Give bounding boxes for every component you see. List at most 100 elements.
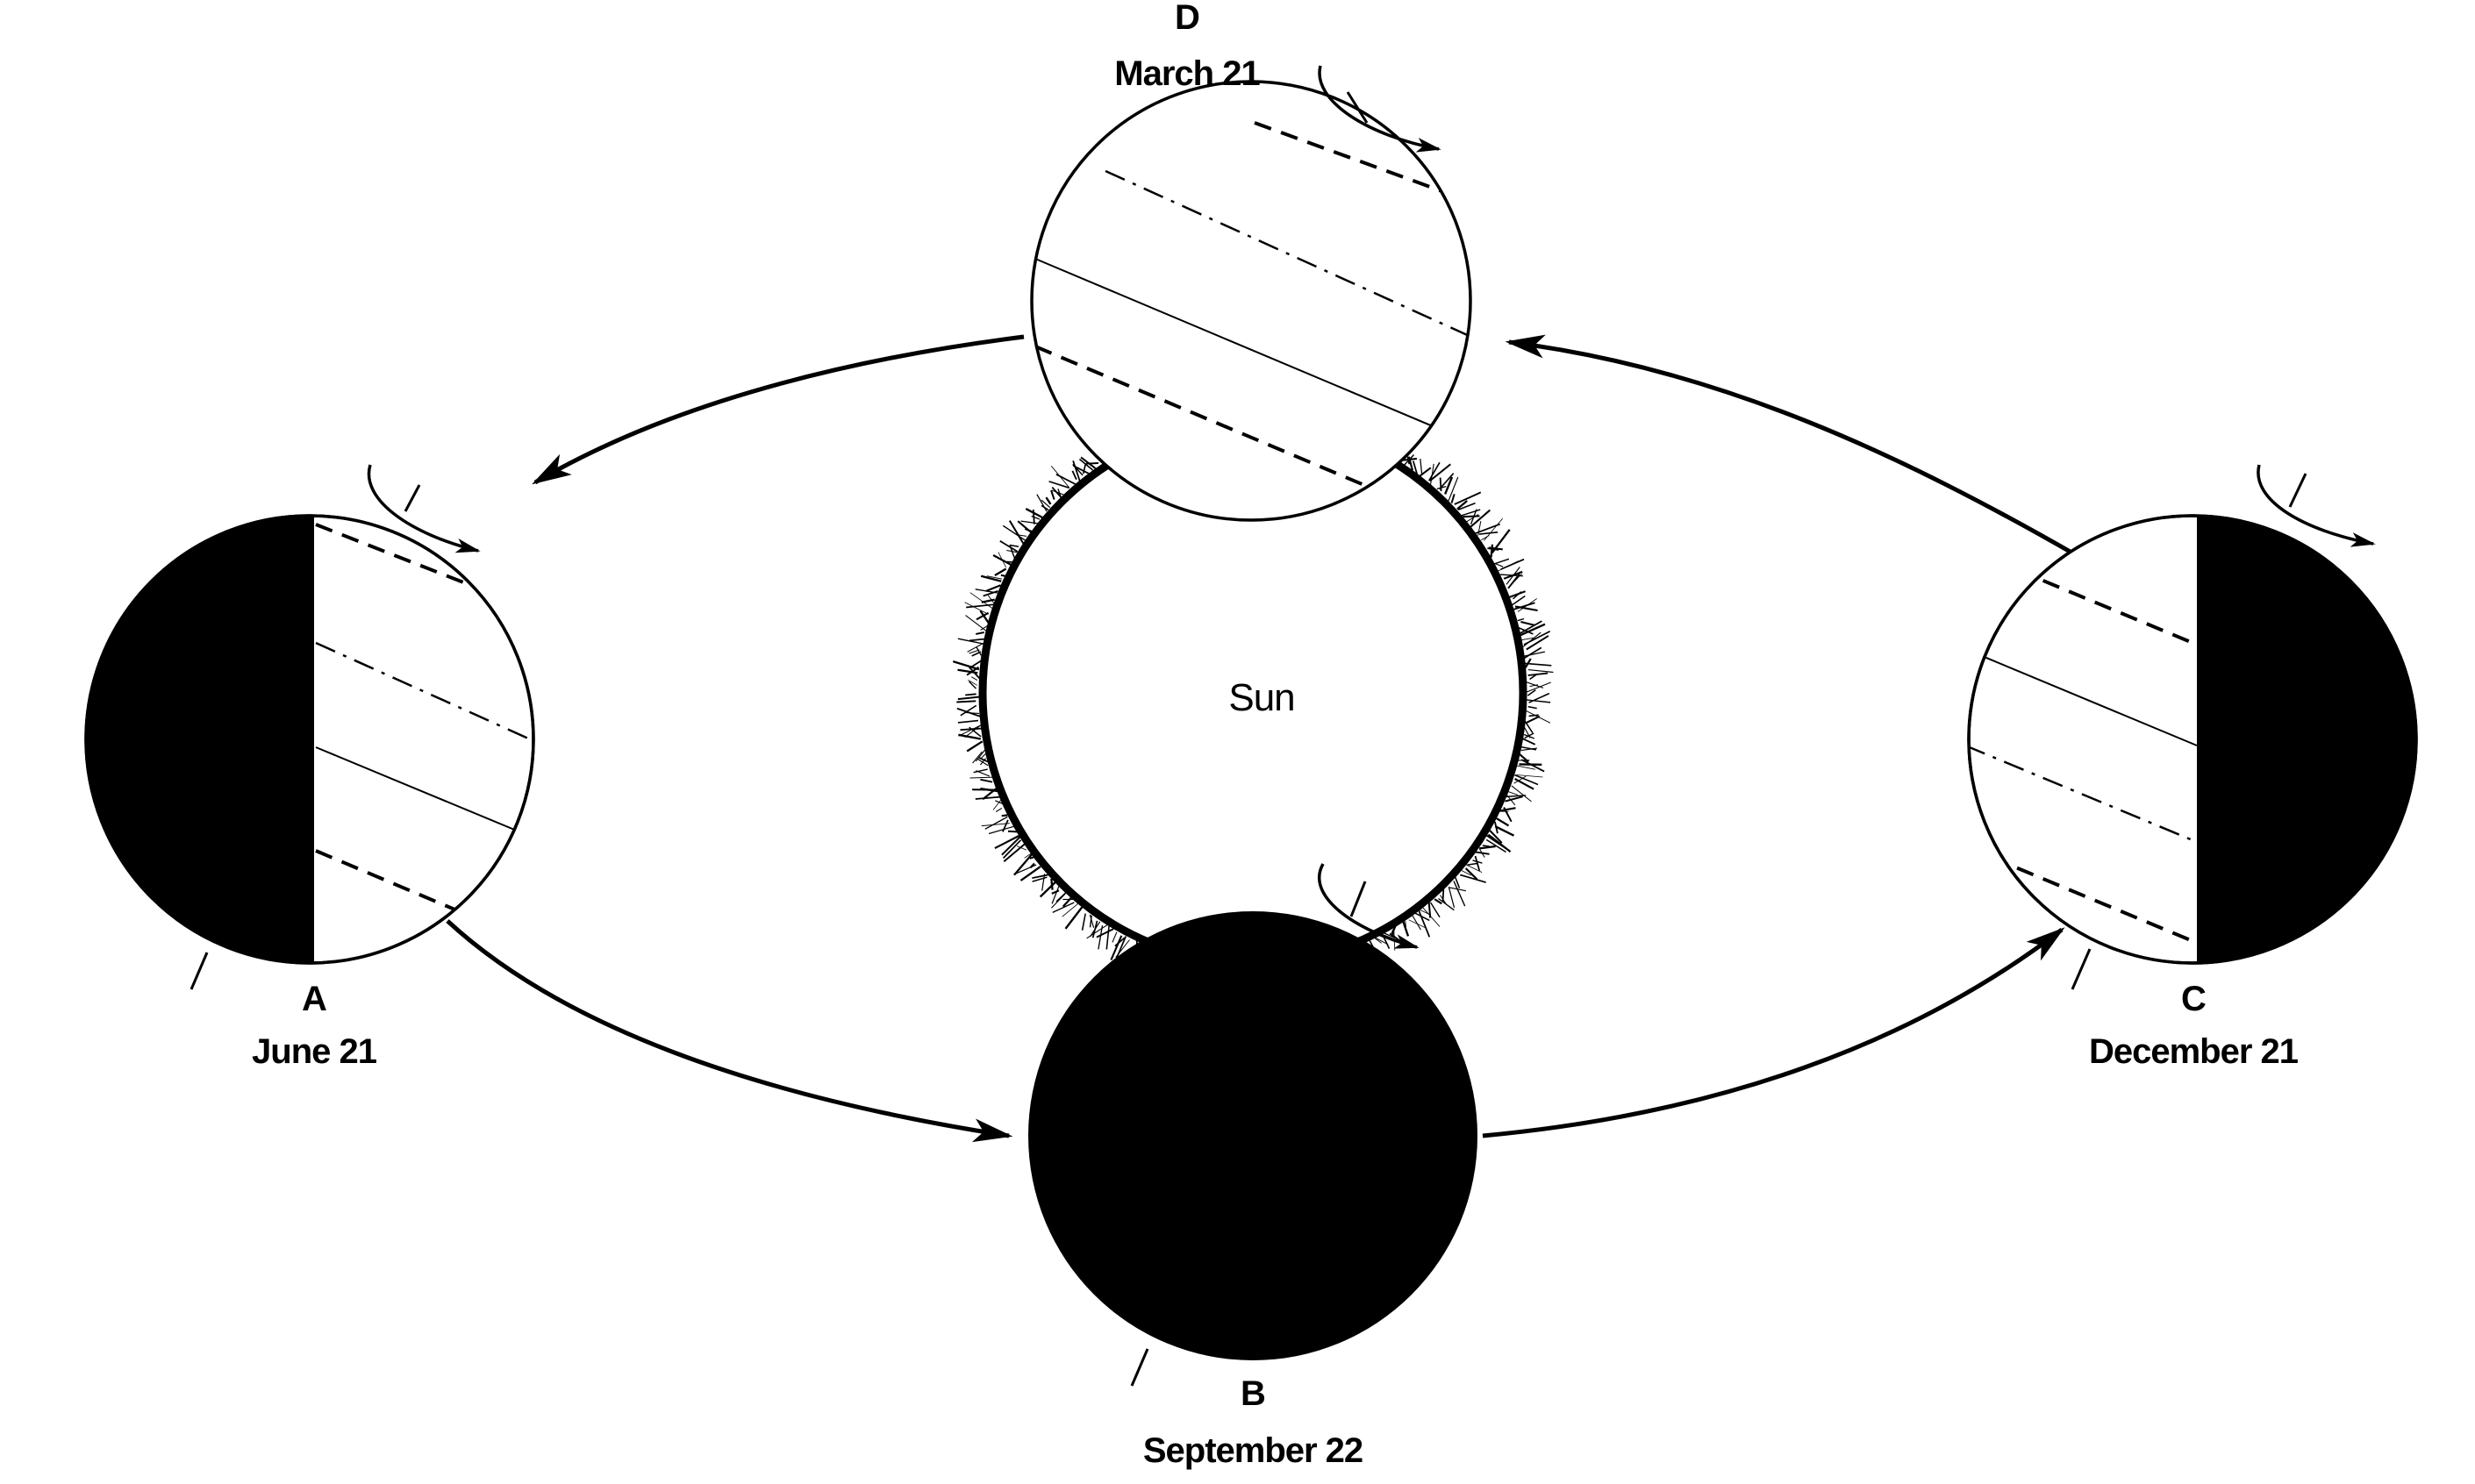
corona-ray [960,704,977,717]
corona-ray [1527,672,1549,676]
corona-ray [971,651,982,657]
corona-ray [1009,544,1019,547]
corona-ray [956,700,976,703]
corona-ray [969,667,982,681]
corona-ray [1514,774,1539,786]
orbit-arrow-c-to-d [1505,334,2081,560]
corona-ray [1524,732,1534,739]
corona-ray [1439,473,1455,490]
corona-ray [1402,921,1410,937]
corona-ray [958,733,982,740]
corona-ray [1406,456,1411,465]
corona-ray [1513,602,1535,610]
corona-ray [1407,456,1413,471]
corona-ray [1055,890,1068,903]
corona-ray [982,787,998,801]
corona-ray [1062,902,1080,917]
corona-ray [1055,473,1078,486]
corona-ray [1517,598,1537,612]
corona-ray [1496,817,1510,827]
corona-ray [1508,590,1526,599]
corona-ray [1526,681,1551,693]
corona-ray [1492,558,1510,565]
corona-ray [1494,825,1515,837]
corona-ray [981,598,995,603]
corona-ray [1450,494,1456,503]
earth-position-d: D March 21 [1030,0,1472,522]
corona-ray [994,567,1007,577]
corona-ray [1019,866,1041,881]
corona-ray [1454,491,1482,505]
corona-ray [1031,515,1041,520]
corona-ray [1051,884,1061,904]
corona-ray [1467,862,1478,866]
corona-ray [984,816,1008,830]
earth-c-axis-bottom [2071,948,2092,990]
corona-ray [976,631,984,635]
corona-ray [1469,509,1491,529]
corona-ray [1505,796,1523,803]
corona-ray [1098,924,1104,950]
corona-ray [1032,876,1048,882]
corona-ray [1525,699,1551,703]
corona-ray [957,638,985,646]
orbit-arrow-a-to-b [446,919,1013,1143]
corona-ray [1019,534,1027,537]
corona-ray [1472,860,1483,864]
earth-d-rotation-arrow [1318,65,1441,153]
corona-ray [1006,549,1018,553]
corona-ray [1096,928,1114,938]
corona-ray [1520,737,1536,746]
corona-ray [968,680,977,686]
corona-ray [1511,595,1526,607]
corona-ray [979,758,986,766]
earth-b-night-globe [1028,911,1477,1360]
corona-ray [966,740,984,753]
earth-a-night-side [86,516,314,963]
corona-ray [1473,851,1490,855]
corona-ray [985,584,1001,592]
corona-ray [1448,887,1456,909]
corona-ray [975,748,986,762]
corona-ray [1470,509,1477,525]
corona-ray [1041,499,1051,509]
corona-ray [1429,463,1451,482]
corona-ray [1001,814,1008,817]
corona-ray [1525,662,1552,667]
corona-ray [1025,508,1043,519]
corona-ray [964,602,989,615]
corona-ray [1071,470,1077,481]
corona-ray [1466,864,1483,873]
earth-d-date: March 21 [1114,54,1260,93]
corona-ray [1001,835,1022,856]
corona-ray [1045,496,1052,505]
corona-ray [1412,460,1419,475]
corona-ray [1078,458,1094,471]
corona-ray [952,660,980,671]
corona-ray [1072,460,1081,482]
corona-ray [957,696,982,701]
corona-ray [1429,463,1434,486]
corona-ray [1444,476,1454,495]
corona-ray [1520,623,1546,637]
corona-ray [957,719,979,724]
corona-ray [1051,889,1060,895]
corona-ray [1089,915,1092,928]
corona-ray [1039,881,1057,898]
earth-c-letter: C [2181,980,2206,1018]
corona-ray [969,592,994,610]
corona-ray [1528,692,1550,703]
corona-ray [1064,905,1084,930]
corona-ray [1484,517,1504,541]
corona-ray [1514,778,1534,790]
corona-ray [1003,843,1026,863]
corona-ray [973,768,988,774]
earth-c-rotation-arrow [2257,464,2376,547]
corona-ray [1429,902,1441,918]
corona-ray [1491,529,1511,554]
corona-ray [1529,674,1537,681]
corona-ray [1081,913,1086,931]
corona-ray [1032,874,1049,879]
corona-ray [1511,785,1532,803]
